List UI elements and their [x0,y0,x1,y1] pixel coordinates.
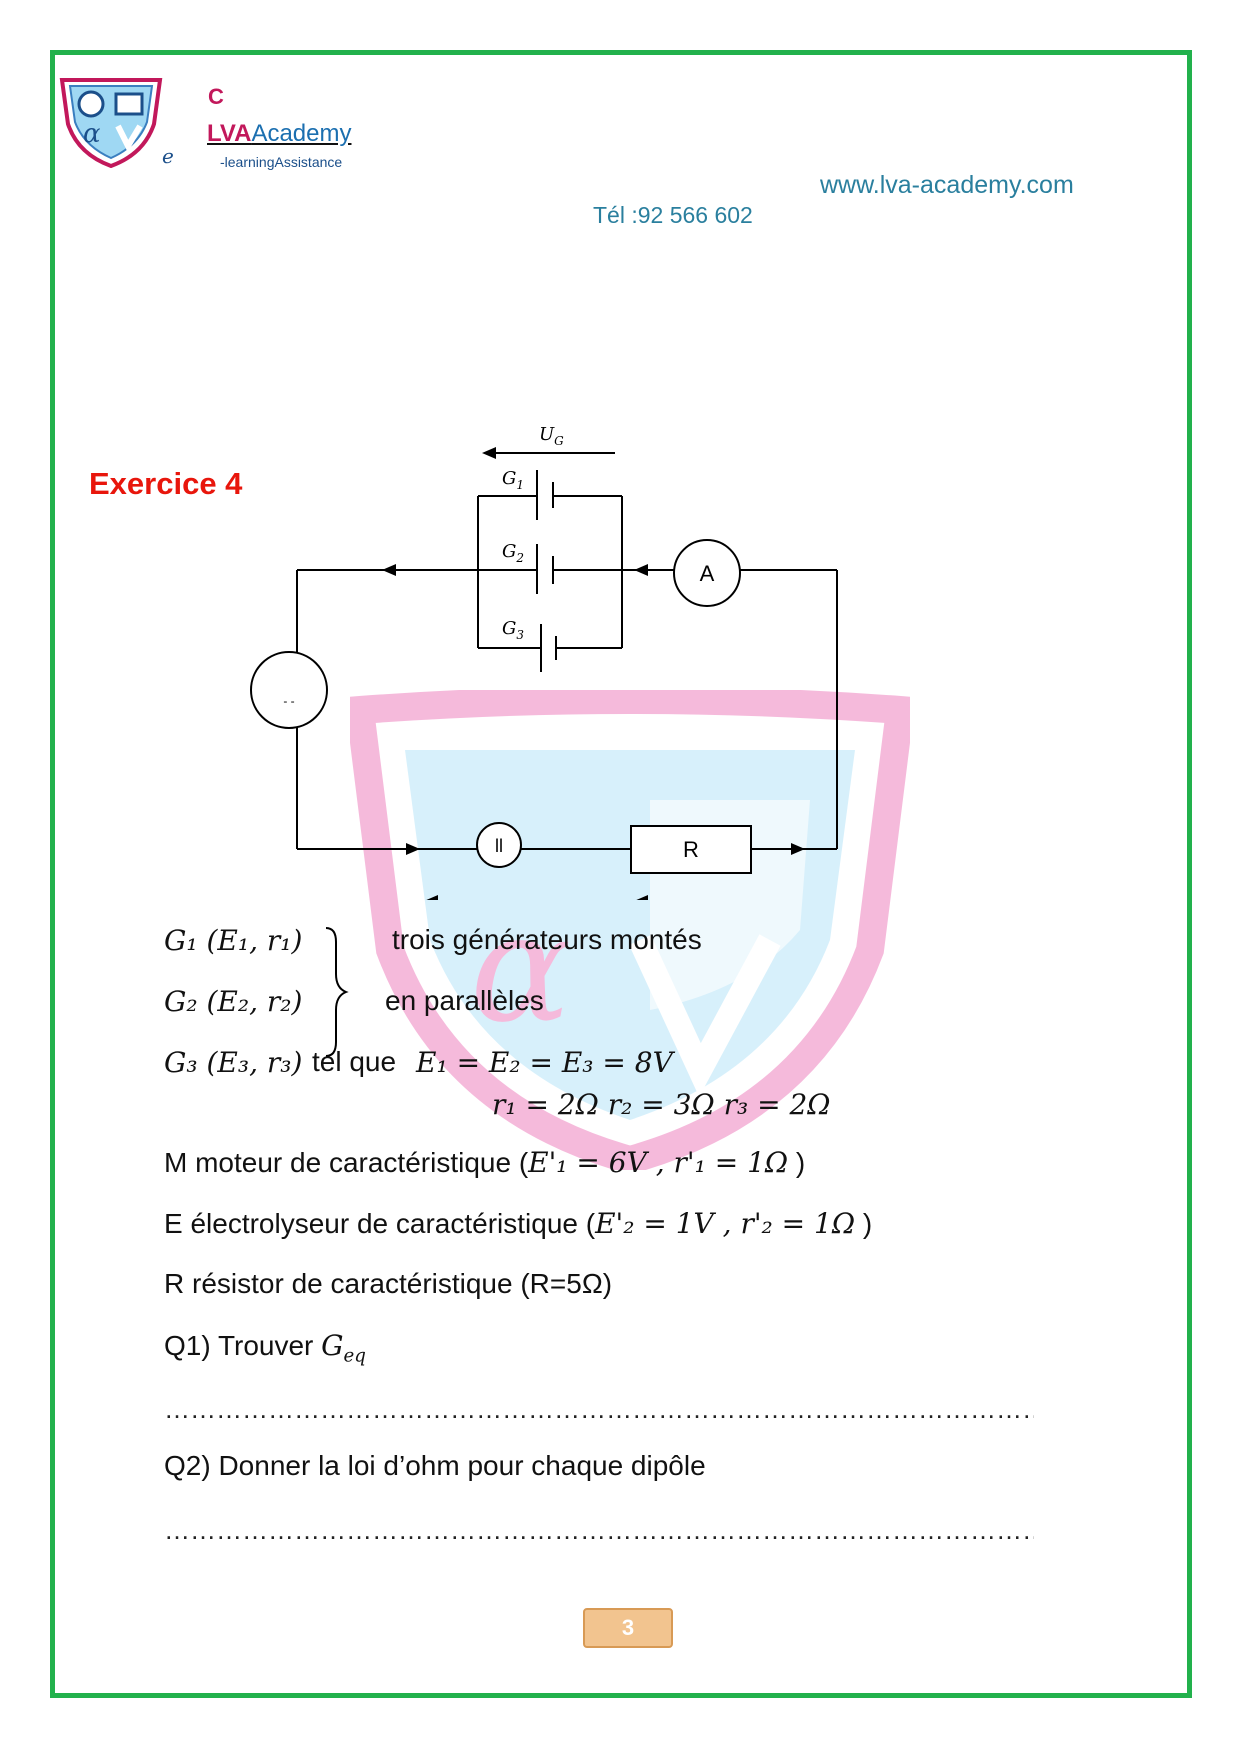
circuit-diagram: UG G1 G2 G3 A R - - ll [250,424,838,900]
logo-lva: LVA [207,120,252,147]
question-1: Q1) Trouver Geq [164,1329,366,1367]
svg-text:α: α [470,882,571,1056]
emf-equality: E₁ = E₂ = E₃ = 8V [416,1046,673,1079]
g3-line: G₃ (E₃, r₃) [164,1046,303,1079]
resistor-line: R résistor de caractéristique (R=5Ω) [164,1268,613,1299]
electrolyser-close: ) [855,1208,873,1239]
page-border [50,50,1192,1698]
ug-arrowhead [482,447,496,459]
ug-label: UG [539,424,564,448]
electrolyser-circle [476,822,522,868]
resistor-box [630,825,752,874]
academy-logo-icon: α [59,78,163,168]
answer-line-2[interactable]: …………………………………………………………………………………………………………… [164,1515,1034,1545]
motor-line: M moteur de caractéristique (E'₁ = 6V , … [164,1146,805,1179]
motor-text: M moteur de caractéristique ( [164,1147,529,1178]
g3-label: G3 [502,618,524,642]
arrowhead-current-2 [636,895,648,900]
logo-name: LVAAcademy [207,120,351,148]
exercise-title: Exercice 4 [89,466,243,501]
brace-icon [325,927,349,1057]
svg-text:α: α [83,119,101,149]
question-1-math: Geq [321,1329,366,1367]
phone-number: Tél :92 566 602 [593,202,753,228]
ammeter-label: A [700,561,715,586]
logo-tagline: -learningAssistance [220,154,343,170]
motor-circle [250,651,328,729]
electrolyser-mark: ll [495,836,503,856]
logo-e: e [162,144,174,168]
internal-resistances: r₁ = 2Ω r₂ = 3Ω r₃ = 2Ω [492,1088,831,1121]
motor-math: E'₁ = 6V , r'₁ = 1Ω [528,1146,789,1179]
resistor-label: R [683,837,699,862]
arrowhead-top-right [634,564,648,576]
motor-close: ) [788,1147,806,1178]
arrowhead-current-1 [426,895,438,900]
g2-line: G₂ (E₂, r₂) [164,985,303,1018]
arrowhead-bottom-right [791,843,805,855]
g1-line: G₁ (E₁, r₁) [164,924,303,957]
arrowhead-bottom-left [406,843,420,855]
answer-line-1[interactable]: …………………………………………………………………………………………………………… [164,1394,1034,1424]
logo-letter: C [208,84,224,109]
g1-label: G1 [502,468,524,492]
ammeter-circle [673,539,741,607]
g2-label: G2 [502,541,524,565]
page-number: 3 [583,1608,673,1648]
electrolyser-line: E électrolyseur de caractéristique (E'₂ … [164,1207,872,1240]
logo-academy: Academy [251,120,352,147]
arrowhead-top-left [382,564,396,576]
question-1-text: Q1) Trouver [164,1330,322,1361]
motor-mark: - - [283,694,294,708]
website-url: www.lva-academy.com [820,171,1074,199]
question-2: Q2) Donner la loi d’ohm pour chaque dipô… [164,1450,706,1481]
electrolyser-text: E électrolyseur de caractéristique ( [164,1208,596,1239]
desc-line-1: trois générateurs montés [392,924,702,955]
desc-line-2: en parallèles [385,985,544,1016]
tel-que: tel que [312,1046,397,1077]
electrolyser-math: E'₂ = 1V , r'₂ = 1Ω [595,1207,856,1240]
